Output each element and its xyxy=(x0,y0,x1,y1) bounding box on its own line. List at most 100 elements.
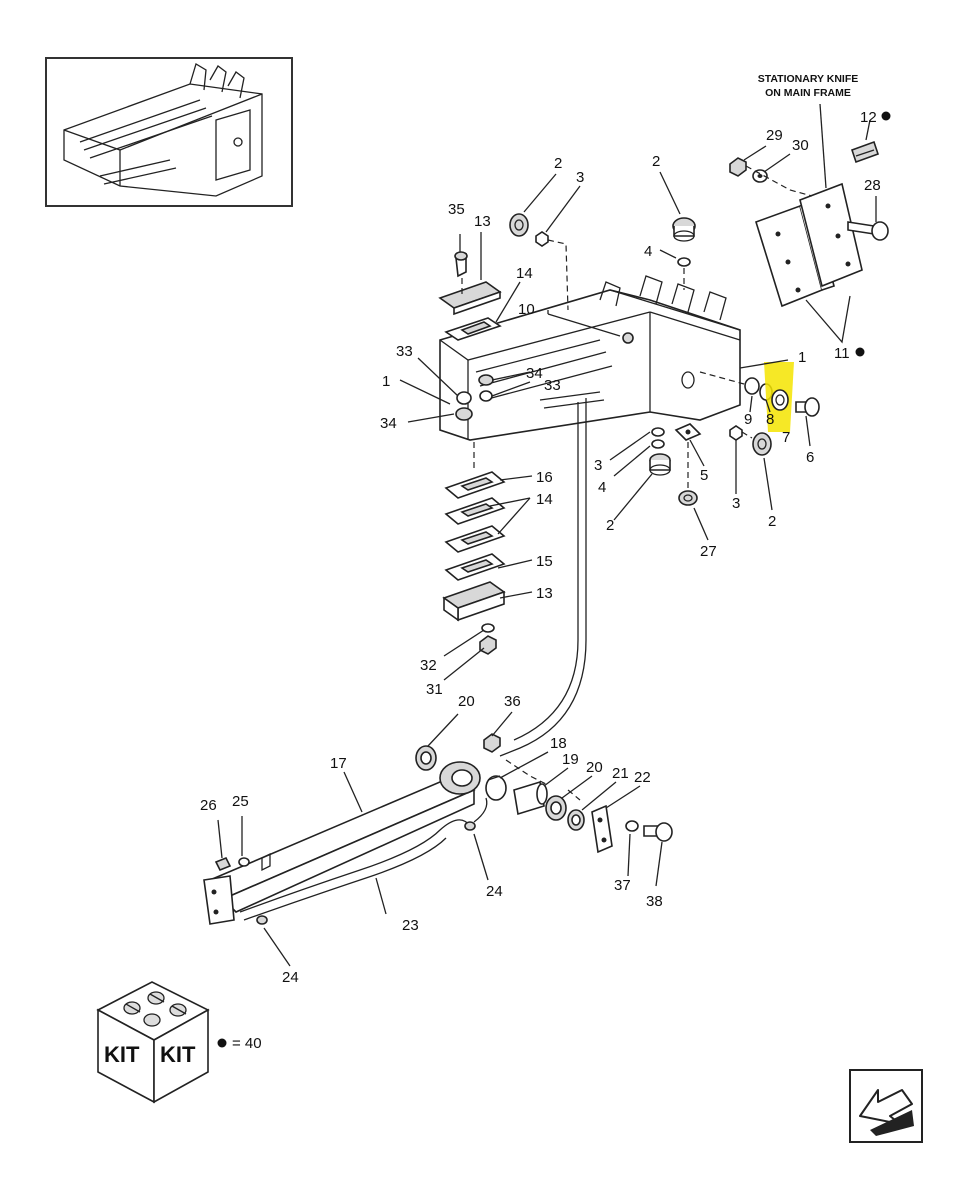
overview-thumbnail[interactable] xyxy=(45,57,293,207)
callout-10[interactable]: 10 xyxy=(518,301,535,318)
stationary-knife-blades[interactable] xyxy=(755,182,863,308)
callout-24[interactable]: 24 xyxy=(282,969,299,986)
callout-1[interactable]: 1 xyxy=(382,373,390,390)
callout-13[interactable]: 13 xyxy=(474,213,491,230)
callout-34[interactable]: 34 xyxy=(526,365,543,382)
bushing-27[interactable] xyxy=(678,490,698,506)
main-frame[interactable] xyxy=(439,275,741,441)
nut-3-right[interactable] xyxy=(729,425,743,441)
nut-3-top[interactable] xyxy=(535,231,549,247)
callout-18[interactable]: 18 xyxy=(550,735,567,752)
fitting-26[interactable] xyxy=(214,856,232,872)
callout-32[interactable]: 32 xyxy=(420,657,437,674)
callout-14[interactable]: 14 xyxy=(516,265,533,282)
shim-15[interactable] xyxy=(444,553,506,581)
washer-4-top[interactable] xyxy=(677,257,691,267)
callout-24[interactable]: 24 xyxy=(486,883,503,900)
callout-30[interactable]: 30 xyxy=(792,137,809,154)
shim-16[interactable] xyxy=(444,471,506,499)
fitting-24-bottom[interactable] xyxy=(256,915,268,925)
callout-21[interactable]: 21 xyxy=(612,765,629,782)
callout-3[interactable]: 3 xyxy=(732,495,740,512)
callout-19[interactable]: 19 xyxy=(562,751,579,768)
callout-15[interactable]: 15 xyxy=(536,553,553,570)
knife-washer-30[interactable] xyxy=(752,169,768,183)
callout-13[interactable]: 13 xyxy=(536,585,553,602)
callout-25[interactable]: 25 xyxy=(232,793,249,810)
callout-20[interactable]: 20 xyxy=(458,693,475,710)
nut-34-left[interactable] xyxy=(455,407,473,421)
callout-6[interactable]: 6 xyxy=(806,449,814,466)
nut-34-right[interactable] xyxy=(478,374,494,386)
shim-14-top[interactable] xyxy=(444,317,502,341)
nut-36[interactable] xyxy=(483,733,501,753)
washer-33-left[interactable] xyxy=(456,391,472,405)
knife-clip-12[interactable] xyxy=(850,140,880,164)
nut-31[interactable] xyxy=(479,635,497,655)
callout-3[interactable]: 3 xyxy=(576,169,584,186)
callout-35[interactable]: 35 xyxy=(448,201,465,218)
lower-arm-17[interactable] xyxy=(203,761,481,925)
callout-31[interactable]: 31 xyxy=(426,681,443,698)
mount-2-right[interactable] xyxy=(752,432,772,456)
mount-plate-13-bottom[interactable] xyxy=(442,581,506,622)
callout-22[interactable]: 22 xyxy=(634,769,651,786)
washer-33-right[interactable] xyxy=(479,390,493,402)
callout-2[interactable]: 2 xyxy=(606,517,614,534)
callout-36[interactable]: 36 xyxy=(504,693,521,710)
mount-2-top-left[interactable] xyxy=(509,213,529,237)
callout-11[interactable]: 11 xyxy=(834,345,850,362)
plate-5[interactable] xyxy=(674,423,702,441)
washer-37[interactable] xyxy=(625,820,639,832)
callout-2[interactable]: 2 xyxy=(768,513,776,530)
highlighted-part-7[interactable] xyxy=(764,362,794,432)
fitting-25[interactable] xyxy=(238,857,250,867)
plate-22[interactable] xyxy=(591,804,613,854)
callout-2[interactable]: 2 xyxy=(652,153,660,170)
callout-28[interactable]: 28 xyxy=(864,177,881,194)
callout-5[interactable]: 5 xyxy=(700,467,708,484)
mount-2-top-right[interactable] xyxy=(672,217,696,242)
bushing-20-right[interactable] xyxy=(545,795,567,821)
callout-33[interactable]: 33 xyxy=(544,377,561,394)
shim-14-lower-b[interactable] xyxy=(444,525,506,553)
callout-33[interactable]: 33 xyxy=(396,343,413,360)
bolt-6[interactable] xyxy=(795,397,820,417)
callout-3[interactable]: 3 xyxy=(594,457,602,474)
bushing-18[interactable] xyxy=(485,775,507,801)
callout-34[interactable]: 34 xyxy=(380,415,397,432)
callout-27[interactable]: 27 xyxy=(700,543,717,560)
bolt-35[interactable] xyxy=(454,251,468,278)
bolt-38[interactable] xyxy=(643,822,673,842)
washer-3-mid[interactable] xyxy=(651,427,665,437)
callout-29[interactable]: 29 xyxy=(766,127,783,144)
mount-plate-13-top[interactable] xyxy=(438,281,502,316)
shim-14-lower-a[interactable] xyxy=(444,497,506,525)
callout-26[interactable]: 26 xyxy=(200,797,217,814)
callout-23[interactable]: 23 xyxy=(402,917,419,934)
fitting-24-top[interactable] xyxy=(464,797,488,831)
bushing-20-left[interactable] xyxy=(415,745,437,771)
callout-12[interactable]: 12 xyxy=(860,109,877,126)
washer-21[interactable] xyxy=(567,809,585,831)
callout-16[interactable]: 16 xyxy=(536,469,553,486)
callout-8[interactable]: 8 xyxy=(766,411,774,428)
callout-4[interactable]: 4 xyxy=(598,479,606,496)
back-arrow-icon[interactable] xyxy=(849,1069,923,1143)
mount-2-mid[interactable] xyxy=(649,453,671,476)
callout-38[interactable]: 38 xyxy=(646,893,663,910)
callout-37[interactable]: 37 xyxy=(614,877,631,894)
callout-1[interactable]: 1 xyxy=(798,349,806,366)
pin-10[interactable] xyxy=(547,313,621,337)
callout-9[interactable]: 9 xyxy=(744,411,752,428)
callout-17[interactable]: 17 xyxy=(330,755,347,772)
pin-19[interactable] xyxy=(513,780,548,816)
washer-9[interactable] xyxy=(744,377,760,395)
washer-4-mid[interactable] xyxy=(651,439,665,449)
callout-14[interactable]: 14 xyxy=(536,491,553,508)
knife-nut-29[interactable] xyxy=(729,157,747,177)
cable-23[interactable] xyxy=(239,819,471,921)
callout-7[interactable]: 7 xyxy=(782,429,790,446)
callout-4[interactable]: 4 xyxy=(644,243,652,260)
callout-20[interactable]: 20 xyxy=(586,759,603,776)
